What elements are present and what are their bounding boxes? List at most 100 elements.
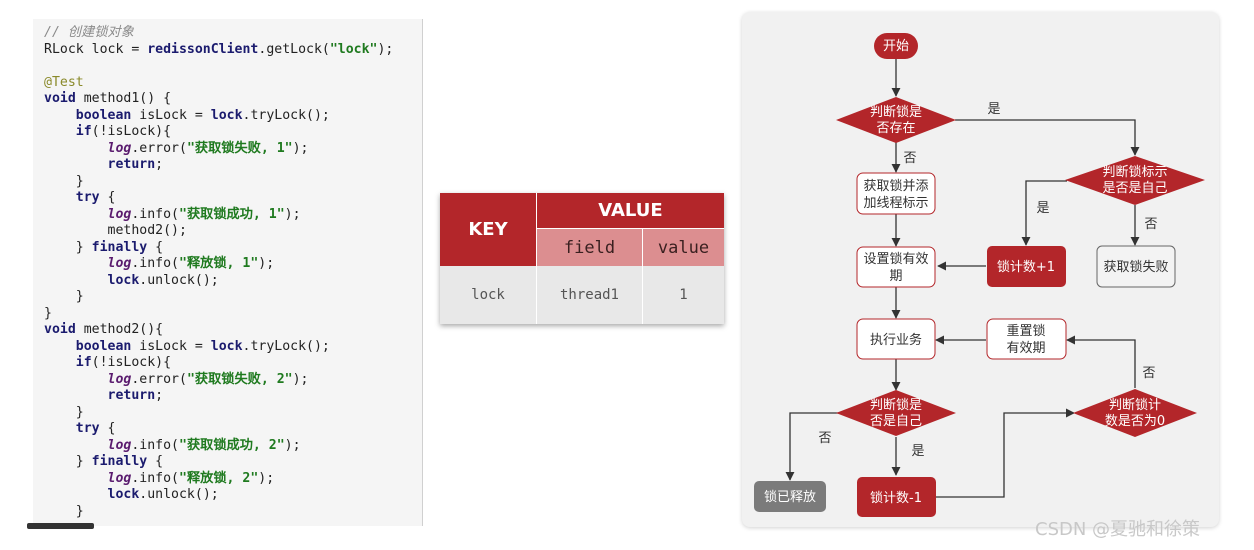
code-token: "获取锁成功, 1" <box>179 206 285 222</box>
code-token: ); <box>284 437 301 453</box>
value-header: VALUE <box>537 193 724 229</box>
code-token: return <box>107 157 156 172</box>
code-token: ); <box>377 41 394 57</box>
code-token: finally <box>91 454 148 469</box>
code-panel: // 创建锁对象 RLock lock = redissonClient.get… <box>33 19 423 526</box>
process-execute-label: 执行业务 <box>870 332 922 348</box>
code-token: { <box>99 421 116 436</box>
process-reset-expire-l2: 有效期 <box>1006 341 1045 356</box>
decision-count-zero-l2: 数是否为0 <box>1105 414 1165 429</box>
edge-zero-reset <box>1066 335 1136 388</box>
code-token: ); <box>284 206 301 222</box>
code-token: } <box>44 305 52 321</box>
code-comment: // 创建锁对象 <box>44 25 134 40</box>
code-token: ); <box>292 140 309 156</box>
code-token: lock <box>210 107 243 123</box>
code-token: if <box>75 355 92 370</box>
code-token: ); <box>258 470 275 486</box>
terminal-released <box>754 481 826 512</box>
label-no-zero: 否 <box>1142 366 1155 381</box>
flow-edges <box>785 58 1140 498</box>
decision-lock-exists <box>836 97 956 143</box>
process-get-lock-l2: 加线程标示 <box>863 196 928 211</box>
decision-is-mine-l1: 判断锁是 <box>870 397 922 413</box>
code-token: "获取锁失败, 2" <box>186 371 293 387</box>
code-token: .info( <box>131 206 179 222</box>
code-token: } <box>75 503 84 519</box>
code-token: lock <box>107 487 140 502</box>
code-token: { <box>147 454 164 469</box>
process-decrement-label: 锁计数-1 <box>870 490 922 506</box>
code-token: ; <box>155 388 164 403</box>
code-token: "释放锁, 1" <box>179 256 259 271</box>
decision-is-mine-l2: 否是自己 <box>870 414 922 429</box>
code-token: ); <box>292 371 309 387</box>
code-token: lock <box>210 338 243 354</box>
edge-check-owner <box>955 119 1140 156</box>
row-value-cell: 1 <box>643 266 724 324</box>
code-token: method2(); <box>107 223 187 238</box>
scroll-handle[interactable] <box>27 523 94 529</box>
code-token: "获取锁失败, 1" <box>186 140 293 156</box>
code-token: log <box>107 437 132 453</box>
decision-count-zero <box>1073 389 1197 437</box>
code-annotation: @Test <box>44 74 84 90</box>
process-set-expire <box>856 246 936 288</box>
code-token: .info( <box>131 256 179 271</box>
code-token: log <box>107 470 132 486</box>
decision-is-mine <box>836 390 956 436</box>
code-token: void <box>44 322 76 337</box>
code-token: ); <box>258 256 275 271</box>
code-token: isLock = <box>131 107 211 123</box>
code-token: (!isLock){ <box>91 355 172 370</box>
label-yes-mine: 是 <box>911 444 924 459</box>
label-no-exists: 否 <box>903 151 916 166</box>
code-token: if <box>75 124 92 139</box>
code-token: ; <box>155 157 164 172</box>
code-token: .unlock(); <box>139 487 219 502</box>
decision-owner <box>1065 156 1205 205</box>
code-token: redissonClient <box>147 41 259 57</box>
code-token: "释放锁, 2" <box>179 470 259 486</box>
label-yes-owner: 是 <box>1036 201 1049 216</box>
code-token: .error( <box>131 140 187 156</box>
code-token: return <box>107 388 156 403</box>
code-token: .unlock(); <box>139 272 219 288</box>
code-token: (!isLock){ <box>91 124 172 139</box>
code-token: finally <box>91 239 148 255</box>
code-token: .tryLock(); <box>242 338 330 354</box>
process-get-lock-l1: 获取锁并添 <box>863 178 928 194</box>
decision-count-zero-l1: 判断锁计 <box>1109 397 1161 413</box>
code-token: boolean <box>75 107 132 123</box>
start-label: 开始 <box>883 39 909 54</box>
code-token: isLock = <box>131 338 211 354</box>
code-token: log <box>107 371 132 387</box>
code-block: // 创建锁对象 RLock lock = redissonClient.get… <box>33 19 422 520</box>
label-no-owner: 否 <box>1144 217 1157 232</box>
process-increment <box>987 246 1066 287</box>
edge-checkmine-released <box>785 412 840 481</box>
terminal-acquire-fail <box>1096 245 1176 288</box>
decision-owner-l2: 是否是自己 <box>1102 181 1167 196</box>
value-sub-header: value <box>643 229 724 266</box>
code-token: .error( <box>131 371 187 387</box>
process-decrement <box>857 477 936 517</box>
code-token: { <box>99 190 116 205</box>
terminal-acquire-fail-label: 获取锁失败 <box>1103 259 1168 275</box>
code-token: RLock lock = <box>44 41 148 57</box>
code-token: log <box>107 140 132 156</box>
code-token: log <box>107 256 132 271</box>
code-token: try <box>75 190 100 205</box>
process-reset-expire <box>986 318 1067 360</box>
decision-owner-l1: 判断锁标示 <box>1102 164 1167 180</box>
code-token: void <box>44 91 76 106</box>
code-token: } <box>75 239 92 255</box>
terminal-released-label: 锁已释放 <box>764 489 816 505</box>
code-token: } <box>75 173 84 189</box>
label-no-mine: 否 <box>818 431 831 446</box>
process-increment-label: 锁计数+1 <box>997 259 1055 275</box>
decision-lock-exists-l2: 否存在 <box>876 121 915 136</box>
field-header: field <box>537 229 643 266</box>
row-key-cell: lock <box>440 266 537 324</box>
code-token: try <box>75 421 100 436</box>
